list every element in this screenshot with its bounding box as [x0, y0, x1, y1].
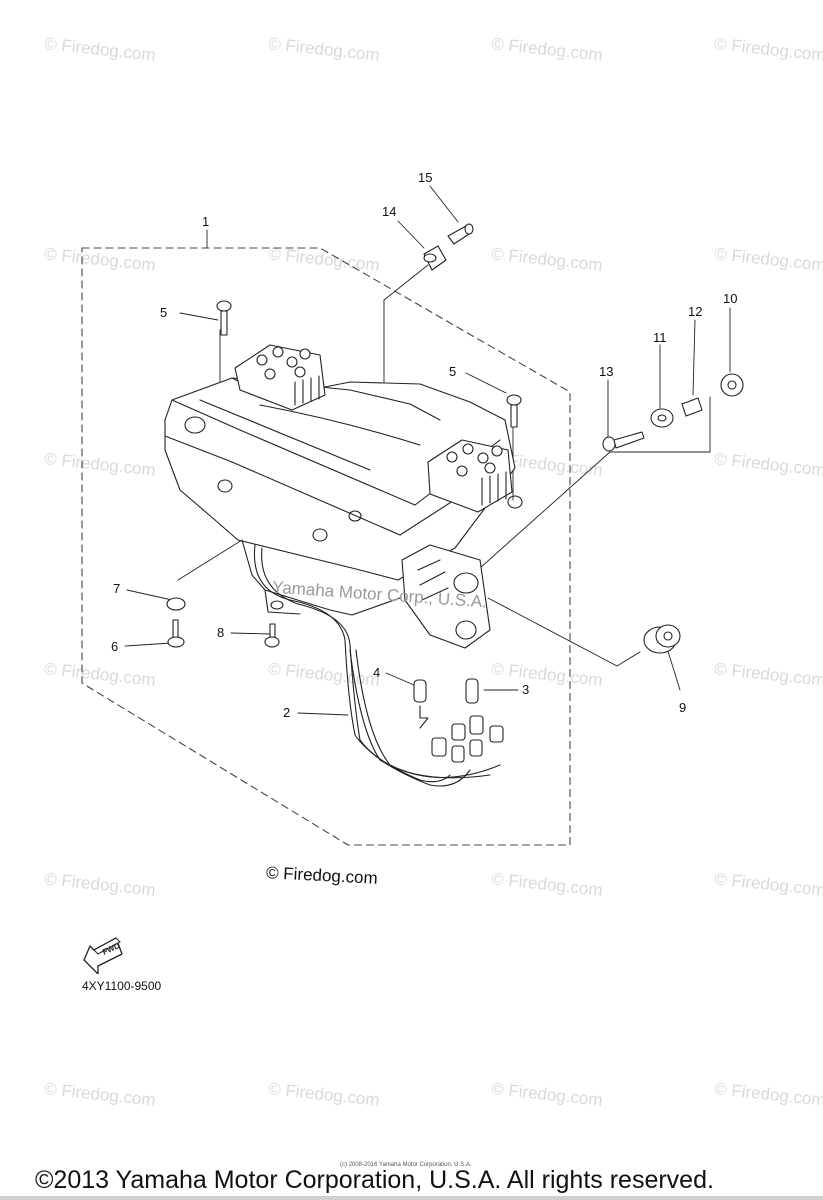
callout-11: 11: [653, 330, 667, 345]
callout-9: 9: [679, 700, 687, 715]
callout-14: 14: [382, 204, 397, 219]
callout-3: 3: [522, 682, 530, 697]
callout-7: 7: [113, 581, 121, 596]
callout-2: 2: [283, 705, 291, 720]
fasteners: [166, 223, 744, 654]
wire-harness: [253, 544, 504, 787]
callout-4: 4: [373, 665, 381, 680]
bottom-strip: [0, 1196, 823, 1200]
callout-15: 15: [418, 170, 433, 185]
callout-5: 5: [160, 305, 168, 320]
callout-8: 8: [217, 625, 225, 640]
callout-10: 10: [723, 291, 738, 306]
callout-1: 1: [202, 214, 210, 229]
callout-13: 13: [599, 364, 614, 379]
callout-12: 12: [688, 304, 703, 319]
footer-copyright: ©2013 Yamaha Motor Corporation, U.S.A. A…: [35, 1166, 714, 1194]
callout-5: 5: [449, 364, 457, 379]
tiny-copyright: (c) 2008-2016 Yamaha Motor Corporation, …: [340, 1162, 472, 1168]
assembly-boundary: [81, 247, 571, 846]
callout-6: 6: [111, 639, 119, 654]
part-code: 4XY1100-9500: [82, 979, 162, 993]
fwd-arrow-icon: FWD: [83, 937, 123, 974]
meter-housing: [164, 344, 523, 649]
